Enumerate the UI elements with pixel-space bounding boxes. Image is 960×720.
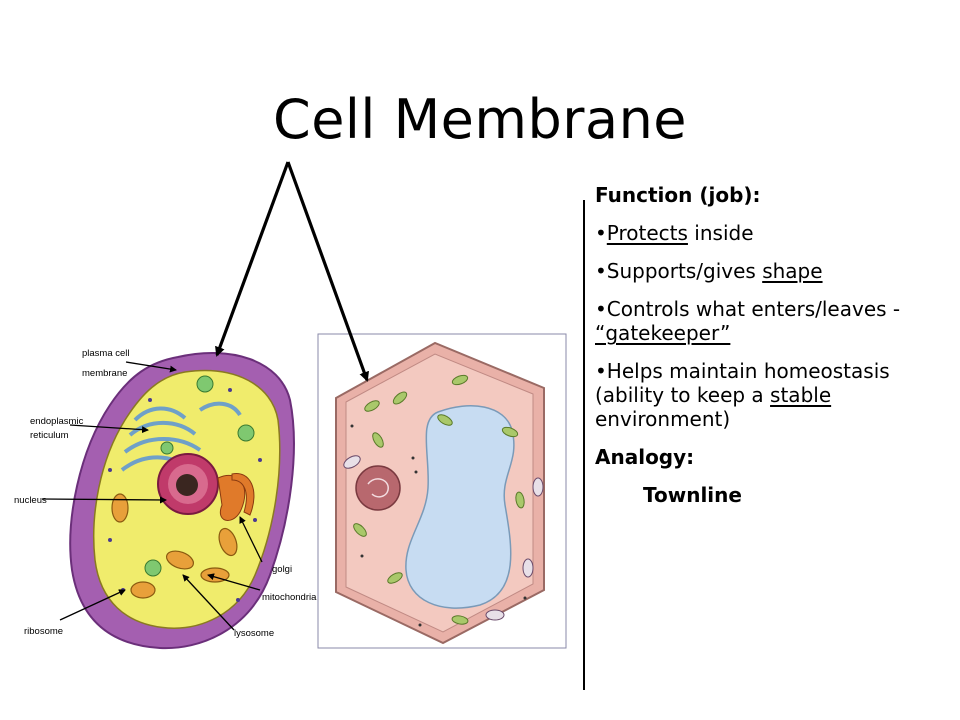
golgi-structure bbox=[217, 473, 255, 521]
mitochondria-plant bbox=[343, 455, 544, 621]
label-nucleus: nucleus bbox=[14, 495, 47, 506]
column-divider bbox=[583, 200, 585, 690]
function-item-controls: •Controls what enters/leaves - “gatekeep… bbox=[595, 297, 901, 345]
mitochondria-shapes bbox=[111, 493, 238, 599]
plant-cell bbox=[317, 333, 567, 649]
membrane-pointer-arrows bbox=[215, 161, 369, 382]
lysosomes bbox=[144, 375, 255, 577]
label-membrane: membrane bbox=[82, 368, 127, 379]
plant-nucleus bbox=[355, 465, 401, 511]
function-item-protects: •Protects inside bbox=[595, 221, 754, 245]
label-plasma-cell: plasma cell bbox=[82, 348, 130, 359]
analogy-heading: Analogy: bbox=[595, 445, 695, 469]
label-endoplasmic: endoplasmic bbox=[30, 416, 84, 427]
plant-ribosome-dots bbox=[350, 424, 527, 627]
function-heading: Function (job): bbox=[595, 183, 761, 207]
function-panel: Function (job): •Protects inside •Suppor… bbox=[595, 183, 957, 507]
label-mitochondria: mitochondria bbox=[262, 592, 317, 603]
er-structure bbox=[120, 401, 242, 472]
label-ribosome: ribosome bbox=[24, 626, 63, 637]
function-item-homeostasis: •Helps maintain homeostasis (ability to … bbox=[595, 359, 890, 431]
chloroplasts bbox=[353, 374, 525, 625]
ribosome-dots bbox=[108, 388, 262, 602]
animal-cell: plasma cell membrane endoplasmic reticul… bbox=[14, 348, 317, 650]
label-golgi: golgi bbox=[272, 564, 292, 575]
nucleolus bbox=[176, 474, 198, 496]
function-item-shape: •Supports/gives shape bbox=[595, 259, 823, 283]
analogy-value: Townline bbox=[643, 483, 742, 507]
page-title: Cell Membrane bbox=[272, 88, 688, 151]
label-reticulum: reticulum bbox=[30, 430, 69, 441]
label-lysosome: lysosome bbox=[234, 628, 274, 639]
